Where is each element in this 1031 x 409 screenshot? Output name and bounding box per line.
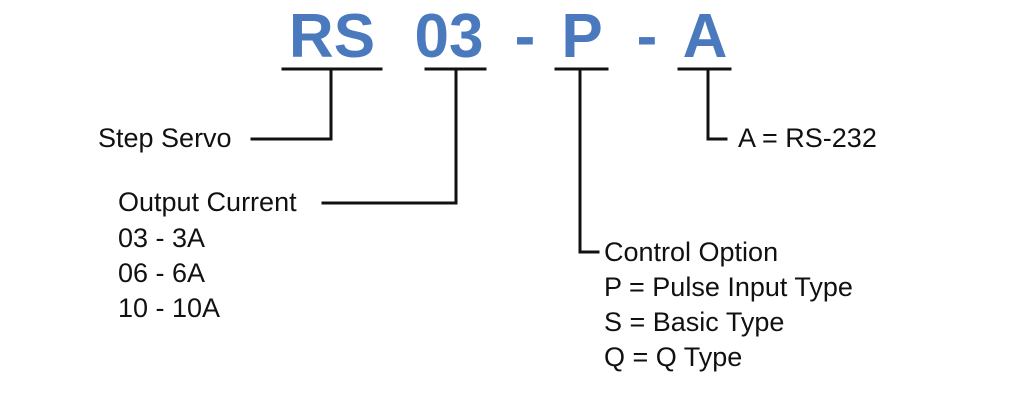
output-current-option: 10 - 10A [118,293,221,323]
control-option-item: S = Basic Type [604,307,785,337]
output-current-title: Output Current [118,187,297,217]
control-option-item: Q = Q Type [604,342,743,372]
code-separator-1: - [514,2,536,71]
code-control-option: P [561,2,603,71]
output-current-option: 03 - 3A [118,223,206,253]
output-current-option: 06 - 6A [118,258,206,288]
control-option-title: Control Option [604,237,779,267]
current-leader [321,67,458,205]
code-output-current: 03 [414,2,484,71]
series-label: Step Servo [98,123,232,153]
series-leader [250,67,333,141]
code-series: RS [288,2,376,71]
code-communication: A [682,2,728,71]
control-option-item: P = Pulse Input Type [604,272,853,302]
communication-label: A = RS-232 [738,123,877,153]
code-separator-2: - [636,2,658,71]
control-leader [578,67,600,254]
comm-leader [706,67,728,141]
